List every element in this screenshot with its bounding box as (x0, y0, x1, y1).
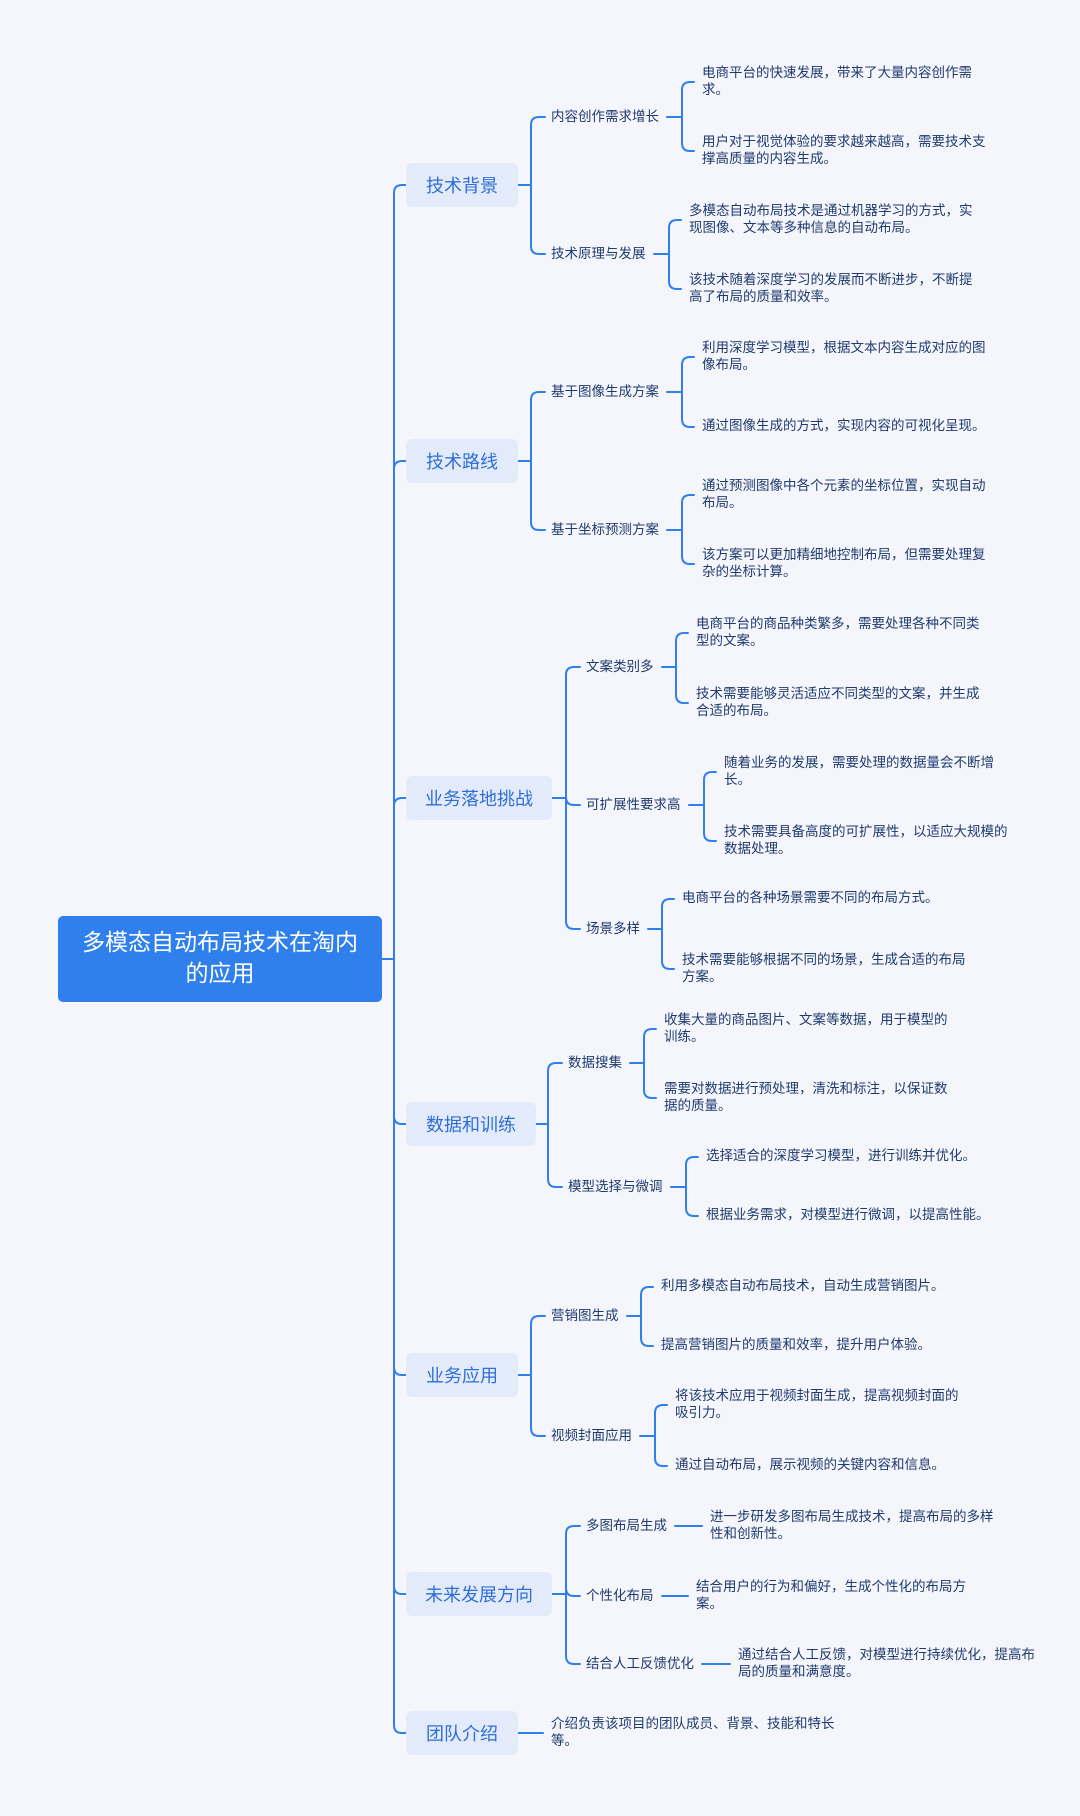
branch-1-connector-branch-0 (530, 116, 546, 186)
subtopic-3-1-connector-branch-0 (675, 632, 689, 668)
root-connector-branch-5 (393, 958, 407, 1595)
leaf-2-1-1[interactable]: 利用深度学习模型，根据文本内容生成对应的图像布局。 (702, 339, 986, 374)
branch-3-connector-branch-0 (565, 666, 581, 799)
leaf-4-2-2[interactable]: 根据业务需求，对模型进行微调，以提高性能。 (706, 1207, 990, 1223)
subtopic-4-2[interactable]: 模型选择与微调 (568, 1179, 663, 1195)
main-topic-2[interactable]: 技术路线 (406, 439, 518, 483)
leaf-3-1-1[interactable]: 电商平台的商品种类繁多，需要处理各种不同类型的文案。 (696, 615, 980, 650)
leaf-1-2-1[interactable]: 多模态自动布局技术是通过机器学习的方式，实现图像、文本等多种信息的自动布局。 (689, 202, 973, 237)
leaf-5-1-2[interactable]: 提高营销图片的质量和效率，提升用户体验。 (661, 1337, 931, 1353)
subtopic-2-1[interactable]: 基于图像生成方案 (551, 384, 659, 400)
subtopic-5-1-connector-branch-1 (640, 1315, 654, 1347)
branch-4-connector-branch-0 (547, 1062, 563, 1125)
main-topic-6[interactable]: 未来发展方向 (406, 1572, 552, 1616)
root-connector-branch-2 (393, 797, 407, 960)
leaf-5-2-2[interactable]: 通过自动布局，展示视频的关键内容和信息。 (675, 1457, 945, 1473)
branch-6-connector-branch-0 (565, 1525, 581, 1595)
leaf-4-1-1[interactable]: 收集大量的商品图片、文案等数据，用于模型的训练。 (664, 1011, 948, 1046)
subtopic-5-2-connector-branch-0 (654, 1404, 668, 1437)
subtopic-5-2-connector-branch-1 (654, 1435, 668, 1467)
root-connector-branch-1 (393, 460, 407, 960)
branch-6-connector-branch-1 (565, 1587, 581, 1597)
subtopic-1-2-connector-branch-0 (668, 219, 682, 255)
leaf-4-2-1[interactable]: 选择适合的深度学习模型，进行训练并优化。 (706, 1148, 976, 1164)
subtopic-4-1-connector-branch-0 (643, 1028, 657, 1064)
branch-6-connector-branch-2 (565, 1593, 581, 1665)
branch-5-connector-branch-1 (530, 1374, 546, 1437)
subtopic-5-2[interactable]: 视频封面应用 (551, 1428, 632, 1444)
root-connector-branch-4 (393, 958, 407, 1376)
branch-5-connector-branch-0 (530, 1315, 546, 1376)
leaf-2-1-2[interactable]: 通过图像生成的方式，实现内容的可视化呈现。 (702, 418, 986, 434)
branch-1-connector-branch-1 (530, 184, 546, 255)
subtopic-2-2-connector-branch-0 (681, 494, 695, 531)
leaf-3-1-2[interactable]: 技术需要能够灵活适应不同类型的文案，并生成合适的布局。 (696, 685, 980, 720)
subtopic-6-1[interactable]: 多图布局生成 (586, 1518, 667, 1534)
subtopic-1-1-connector-branch-1 (681, 116, 695, 152)
subtopic-3-2[interactable]: 可扩展性要求高 (586, 797, 681, 813)
main-topic-1[interactable]: 技术背景 (406, 163, 518, 207)
subtopic-5-1-connector-branch-0 (640, 1286, 654, 1317)
leaf-5-2-1[interactable]: 将该技术应用于视频封面生成，提高视频封面的吸引力。 (675, 1387, 959, 1422)
subtopic-3-2-connector-branch-1 (703, 804, 717, 842)
root-connector-branch-3 (393, 958, 407, 1125)
subtopic-4-2-connector-branch-0 (685, 1156, 699, 1188)
leaf-5-1-1[interactable]: 利用多模态自动布局技术，自动生成营销图片。 (661, 1278, 945, 1294)
subtopic-2-1-connector-branch-1 (681, 391, 695, 428)
leaf-4-1-2[interactable]: 需要对数据进行预处理，清洗和标注，以保证数据的质量。 (664, 1080, 948, 1115)
branch-2-connector-branch-1 (530, 460, 546, 531)
leaf-6-1-1[interactable]: 进一步研发多图布局生成技术，提高布局的多样性和创新性。 (710, 1508, 994, 1543)
root-connector-branch-6 (393, 958, 407, 1734)
leaf-1-1-1[interactable]: 电商平台的快速发展，带来了大量内容创作需求。 (702, 64, 972, 99)
leaf-2-2-1[interactable]: 通过预测图像中各个元素的坐标位置，实现自动布局。 (702, 477, 986, 512)
subtopic-3-2-connector-branch-0 (703, 771, 717, 806)
subtopic-2-2-connector-branch-1 (681, 529, 695, 565)
subtopic-3-3[interactable]: 场景多样 (586, 921, 640, 937)
root-topic[interactable]: 多模态自动布局技术在淘内的应用 (58, 916, 382, 1002)
subtopic-3-3-connector-branch-0 (661, 898, 675, 930)
subtopic-4-1-connector-branch-1 (643, 1062, 657, 1099)
subtopic-2-2[interactable]: 基于坐标预测方案 (551, 522, 659, 538)
main-topic-7[interactable]: 团队介绍 (406, 1711, 518, 1755)
subtopic-5-1[interactable]: 营销图生成 (551, 1308, 619, 1324)
subtopic-4-2-connector-branch-1 (685, 1186, 699, 1217)
subtopic-1-2-connector-branch-1 (668, 253, 682, 290)
subtopic-6-3[interactable]: 结合人工反馈优化 (586, 1656, 694, 1672)
branch-4-connector-branch-1 (547, 1123, 563, 1188)
subtopic-1-1[interactable]: 内容创作需求增长 (551, 109, 659, 125)
subtopic-3-1-connector-branch-1 (675, 666, 689, 704)
subtopic-3-1[interactable]: 文案类别多 (586, 659, 654, 675)
leaf-2-2-2[interactable]: 该方案可以更加精细地控制布局，但需要处理复杂的坐标计算。 (702, 546, 986, 581)
branch-3-connector-branch-1 (565, 796, 581, 806)
subtopic-2-1-connector-branch-0 (681, 356, 695, 393)
branch-2-connector-branch-0 (530, 391, 546, 462)
leaf-1-1-2[interactable]: 用户对于视觉体验的要求越来越高，需要技术支撑高质量的内容生成。 (702, 133, 986, 168)
leaf-1-2-2[interactable]: 该技术随着深度学习的发展而不断进步，不断提高了布局的质量和效率。 (689, 271, 973, 306)
leaf-3-3-1[interactable]: 电商平台的各种场景需要不同的布局方式。 (682, 890, 939, 906)
leaf-3-2-2[interactable]: 技术需要具备高度的可扩展性，以适应大规模的数据处理。 (724, 823, 1008, 858)
leaf-6-2-1[interactable]: 结合用户的行为和偏好，生成个性化的布局方案。 (696, 1578, 966, 1613)
leaf-3-2-1[interactable]: 随着业务的发展，需要处理的数据量会不断增长。 (724, 754, 994, 789)
main-topic-4[interactable]: 数据和训练 (406, 1102, 536, 1146)
subtopic-1-2[interactable]: 技术原理与发展 (551, 246, 646, 262)
main-topic-3[interactable]: 业务落地挑战 (406, 776, 552, 820)
subtopic-1-1-connector-branch-0 (681, 81, 695, 118)
leaf-7-1[interactable]: 介绍负责该项目的团队成员、背景、技能和特长等。 (551, 1715, 835, 1750)
leaf-6-3-1[interactable]: 通过结合人工反馈，对模型进行持续优化，提高布局的质量和满意度。 (738, 1646, 1035, 1681)
subtopic-3-3-connector-branch-1 (661, 928, 675, 970)
subtopic-4-1[interactable]: 数据搜集 (568, 1055, 622, 1071)
branch-3-connector-branch-2 (565, 797, 581, 930)
root-connector-branch-0 (393, 184, 407, 960)
leaf-3-3-2[interactable]: 技术需要能够根据不同的场景，生成合适的布局方案。 (682, 951, 966, 986)
subtopic-6-2[interactable]: 个性化布局 (586, 1588, 654, 1604)
main-topic-5[interactable]: 业务应用 (406, 1353, 518, 1397)
